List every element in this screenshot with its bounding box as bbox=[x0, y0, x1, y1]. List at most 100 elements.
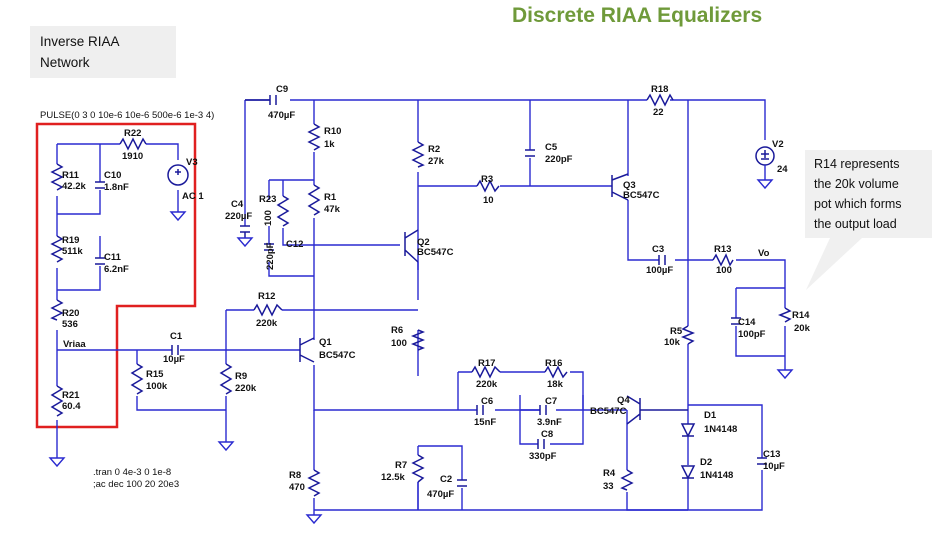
r1-value: 47k bbox=[324, 204, 341, 215]
callout-line: the output load bbox=[814, 217, 897, 231]
d2-ref: D2 bbox=[700, 457, 712, 468]
component-labels: C9 470µF R10 1k R2 27k C5 220pF R18 22 V… bbox=[62, 84, 811, 500]
r10-value: 1k bbox=[324, 139, 335, 150]
r4-value: 33 bbox=[603, 481, 614, 492]
inverse-riaa-callout: Inverse RIAA Network bbox=[30, 26, 176, 78]
page-title: Discrete RIAA Equalizers bbox=[512, 4, 763, 27]
r5-ref: R5 bbox=[670, 326, 683, 337]
c9-ref: C9 bbox=[276, 84, 288, 95]
c12-value: 220pF bbox=[265, 242, 276, 270]
diodes bbox=[680, 423, 696, 480]
c5-value: 220pF bbox=[545, 154, 573, 165]
v2-ref: V2 bbox=[772, 139, 784, 150]
c14-value: 100pF bbox=[738, 329, 766, 340]
r2-ref: R2 bbox=[428, 144, 440, 155]
r12-ref: R12 bbox=[258, 291, 275, 302]
capacitors bbox=[95, 95, 767, 487]
r15-value: 100k bbox=[146, 381, 168, 392]
r7-value: 12.5k bbox=[381, 472, 405, 483]
c11-value: 6.2nF bbox=[104, 264, 129, 275]
callout-line: pot which forms bbox=[814, 197, 902, 211]
d1-value: 1N4148 bbox=[704, 424, 737, 435]
q1-value: BC547C bbox=[319, 350, 356, 361]
c7-value: 3.9nF bbox=[537, 417, 562, 428]
c11-ref: C11 bbox=[104, 252, 122, 263]
r23-ref: R23 bbox=[259, 194, 276, 205]
d2-value: 1N4148 bbox=[700, 470, 733, 481]
r20-value: 536 bbox=[62, 319, 78, 330]
pulse-directive: PULSE(0 3 0 10e-6 10e-6 500e-6 1e-3 4) bbox=[40, 110, 214, 121]
c2-ref: C2 bbox=[440, 474, 452, 485]
q2-ref: Q2 bbox=[417, 237, 430, 248]
r16-ref: R16 bbox=[545, 358, 562, 369]
inverse-riaa-highlight bbox=[35, 122, 197, 429]
c4-value: 220µF bbox=[225, 211, 252, 222]
callout-line: Network bbox=[40, 55, 90, 70]
c2-value: 470µF bbox=[427, 489, 454, 500]
r6-ref: R6 bbox=[391, 325, 403, 336]
c13-ref: C13 bbox=[763, 449, 780, 460]
c9-value: 470µF bbox=[268, 110, 295, 121]
d1-ref: D1 bbox=[704, 410, 717, 421]
r16-value: 18k bbox=[547, 379, 564, 390]
r13-ref: R13 bbox=[714, 244, 731, 255]
r14-ref: R14 bbox=[792, 310, 810, 321]
c1-value: 10µF bbox=[163, 354, 185, 365]
r2-value: 27k bbox=[428, 156, 445, 167]
r10-ref: R10 bbox=[324, 126, 341, 137]
r21-ref: R21 bbox=[62, 390, 80, 401]
c1-ref: C1 bbox=[170, 331, 183, 342]
c8-ref: C8 bbox=[541, 429, 553, 440]
c13-value: 10µF bbox=[763, 461, 785, 472]
r14-note-callout: R14 represents the 20k volume pot which … bbox=[805, 150, 932, 238]
q3-ref: Q3 bbox=[623, 180, 636, 191]
r22-value: 1910 bbox=[122, 151, 143, 162]
r22-ref: R22 bbox=[124, 128, 141, 139]
q4-ref: Q4 bbox=[617, 395, 630, 406]
r5-value: 10k bbox=[664, 337, 681, 348]
c10-value: 1.8nF bbox=[104, 182, 129, 193]
c4-ref: C4 bbox=[231, 199, 244, 210]
v3-ref: V3 bbox=[186, 157, 198, 168]
r8-value: 470 bbox=[289, 482, 305, 493]
vo-net-label: Vo bbox=[758, 248, 770, 259]
v3-value: AC 1 bbox=[182, 191, 204, 202]
ac-directive: ;ac dec 100 20 20e3 bbox=[93, 479, 179, 490]
r18-ref: R18 bbox=[651, 84, 668, 95]
vriaa-net-label: Vriaa bbox=[63, 339, 86, 350]
c12-ref: C12 bbox=[286, 239, 303, 250]
r9-value: 220k bbox=[235, 383, 257, 394]
r1-ref: R1 bbox=[324, 192, 337, 203]
r12-value: 220k bbox=[256, 318, 278, 329]
r9-ref: R9 bbox=[235, 371, 247, 382]
r23-value: 100 bbox=[263, 210, 274, 226]
r4-ref: R4 bbox=[603, 468, 616, 479]
c3-ref: C3 bbox=[652, 244, 664, 255]
q1-ref: Q1 bbox=[319, 337, 332, 348]
r18-value: 22 bbox=[653, 107, 664, 118]
r17-value: 220k bbox=[476, 379, 498, 390]
r11-ref: R11 bbox=[62, 170, 80, 181]
r7-ref: R7 bbox=[395, 460, 407, 471]
callout-line: the 20k volume bbox=[814, 177, 899, 191]
q3-value: BC547C bbox=[623, 190, 660, 201]
r19-value: 511k bbox=[62, 246, 83, 257]
grounds bbox=[48, 179, 794, 525]
sources bbox=[167, 146, 775, 186]
r20-ref: R20 bbox=[62, 308, 79, 319]
r17-ref: R17 bbox=[478, 358, 495, 369]
c14-ref: C14 bbox=[738, 317, 756, 328]
c7-ref: C7 bbox=[545, 396, 557, 407]
tran-directive: .tran 0 4e-3 0 1e-8 bbox=[93, 467, 171, 478]
callout-pointer bbox=[806, 238, 862, 290]
q4-value: BC547C bbox=[590, 406, 627, 417]
r11-value: 42.2k bbox=[62, 181, 86, 192]
callout-line: Inverse RIAA bbox=[40, 34, 120, 49]
r6-value: 100 bbox=[391, 338, 407, 349]
c8-value: 330pF bbox=[529, 451, 557, 462]
transistors bbox=[299, 173, 688, 425]
callout-line: R14 represents bbox=[814, 157, 900, 171]
r3-ref: R3 bbox=[481, 174, 493, 185]
r15-ref: R15 bbox=[146, 369, 164, 380]
